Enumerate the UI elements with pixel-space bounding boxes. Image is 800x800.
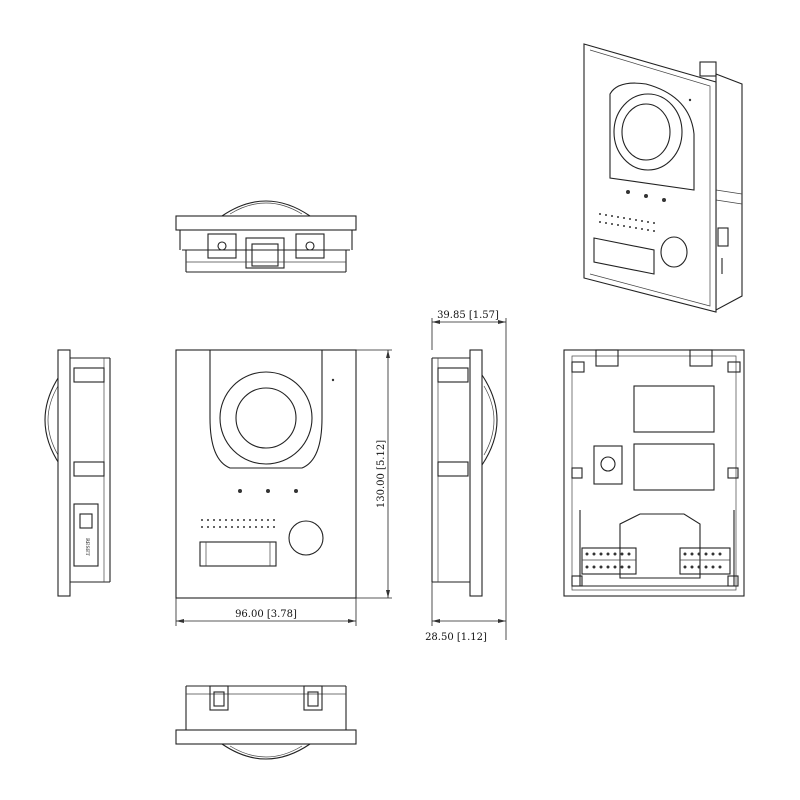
width-dimension: 96.00 [3.78] — [235, 609, 297, 620]
depth-dimension: 39.85 [1.57] — [437, 310, 499, 321]
left-side-view: RESET — [44, 349, 111, 597]
rear-view — [563, 349, 745, 597]
body-depth-dimension: 28.50 [1.12] — [425, 632, 487, 643]
speaker-grille-front — [201, 519, 275, 528]
terminal-block-right — [679, 547, 731, 575]
bottom-view — [175, 685, 357, 760]
right-side-view: 39.85 [1.57] 28.50 [1.12] — [425, 310, 507, 643]
top-view — [175, 200, 357, 273]
terminal-block-left — [581, 547, 637, 575]
isometric-view — [583, 43, 743, 313]
height-dimension: 130.00 [5.12] — [376, 440, 387, 508]
front-view: 96.00 [3.78] 130.00 [5.12] — [175, 349, 392, 626]
reset-button-label: RESET — [84, 538, 90, 556]
speaker-grille — [599, 213, 655, 232]
